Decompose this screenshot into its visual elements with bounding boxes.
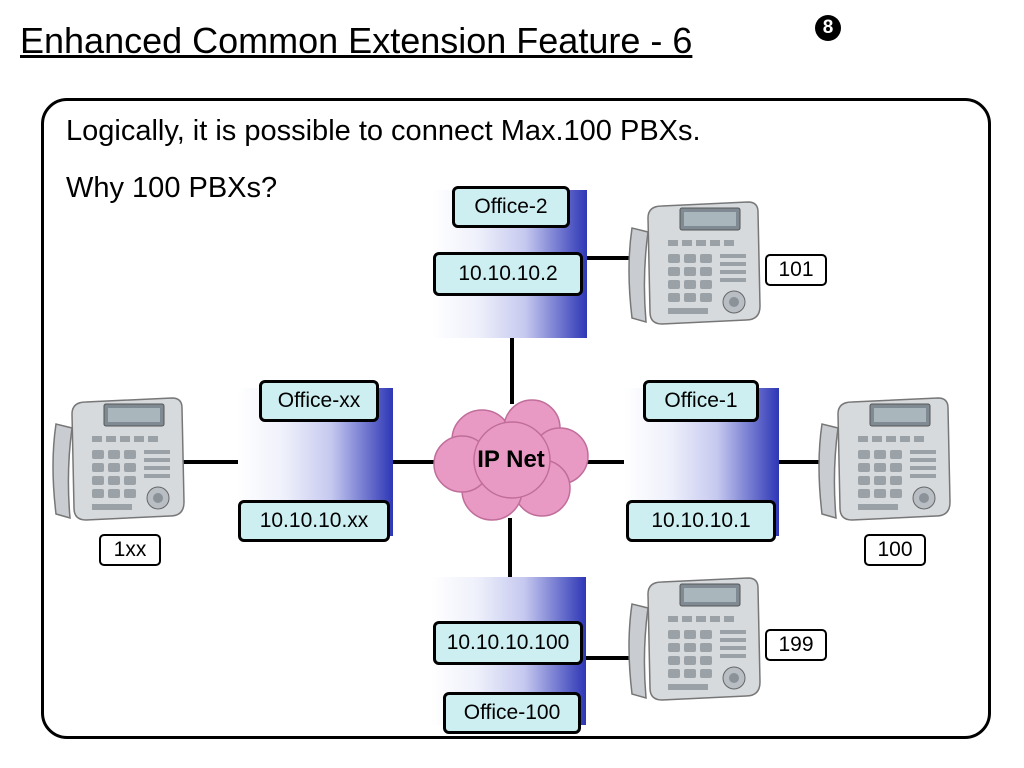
extension-office-xx: 1xx bbox=[99, 534, 161, 566]
office-2-ip: 10.10.10.2 bbox=[433, 252, 583, 296]
link-office-1-phone bbox=[778, 460, 834, 464]
office-xx-ip: 10.10.10.xx bbox=[238, 500, 390, 542]
phone-office-100-icon bbox=[622, 574, 762, 708]
extension-office-2: 101 bbox=[765, 254, 827, 286]
office-100-ip: 10.10.10.100 bbox=[433, 621, 583, 665]
slide-title: Enhanced Common Extension Feature - 6 bbox=[20, 20, 693, 61]
link-net-office-1 bbox=[582, 460, 626, 464]
office-xx-name: Office-xx bbox=[259, 380, 379, 422]
office-2-name: Office-2 bbox=[452, 186, 570, 228]
office-100-name: Office-100 bbox=[443, 692, 581, 734]
extension-office-1: 100 bbox=[864, 534, 926, 566]
extension-office-100: 199 bbox=[765, 629, 827, 661]
ip-network-label: IP Net bbox=[477, 446, 545, 473]
link-net-office-xx bbox=[392, 460, 440, 464]
slide-number-badge: 8 bbox=[815, 15, 841, 41]
phone-office-1-icon bbox=[812, 394, 952, 528]
content-frame bbox=[41, 98, 991, 739]
question-text: Why 100 PBXs? bbox=[66, 172, 278, 204]
link-office-2-phone bbox=[586, 256, 646, 260]
link-office-100-phone bbox=[582, 656, 644, 660]
phone-office-2-icon bbox=[622, 198, 762, 332]
link-net-office-2 bbox=[510, 336, 514, 404]
link-net-office-100 bbox=[508, 518, 512, 580]
office-1-name: Office-1 bbox=[643, 380, 759, 422]
statement-text: Logically, it is possible to connect Max… bbox=[66, 115, 701, 147]
link-office-xx-phone bbox=[176, 460, 240, 464]
phone-office-xx-icon bbox=[46, 394, 186, 528]
office-1-ip: 10.10.10.1 bbox=[626, 500, 776, 542]
ip-network-cloud bbox=[433, 399, 589, 521]
